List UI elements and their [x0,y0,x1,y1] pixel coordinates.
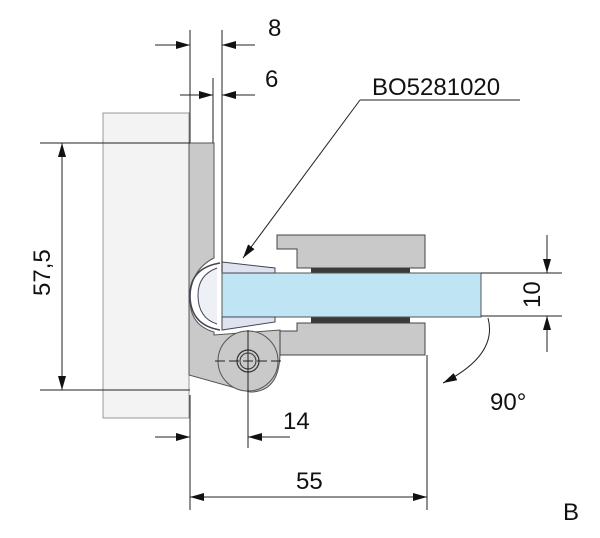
dim-6-label: 6 [265,66,278,93]
seal-bulb [189,262,221,331]
seal-bulb-inner [197,267,218,325]
dim-8-label: 8 [268,15,281,42]
dim-height-label: 57,5 [29,249,56,296]
extension-lines [40,30,562,510]
angle-label: 90° [490,389,526,416]
top-gasket [311,268,410,273]
glass-panel [221,272,482,318]
dimension-lines [58,41,551,501]
bottom-gasket [311,316,410,323]
dim-55-label: 55 [296,468,323,495]
wall-panel [102,112,190,419]
dim-glass-label: 10 [519,281,546,308]
bottom-clamp [279,322,426,356]
part-number-label: BO5281020 [372,74,500,101]
dim-14-label: 14 [283,408,310,435]
hinge-plate [188,142,281,393]
view-label: B [563,499,579,526]
top-clamp [276,234,426,269]
